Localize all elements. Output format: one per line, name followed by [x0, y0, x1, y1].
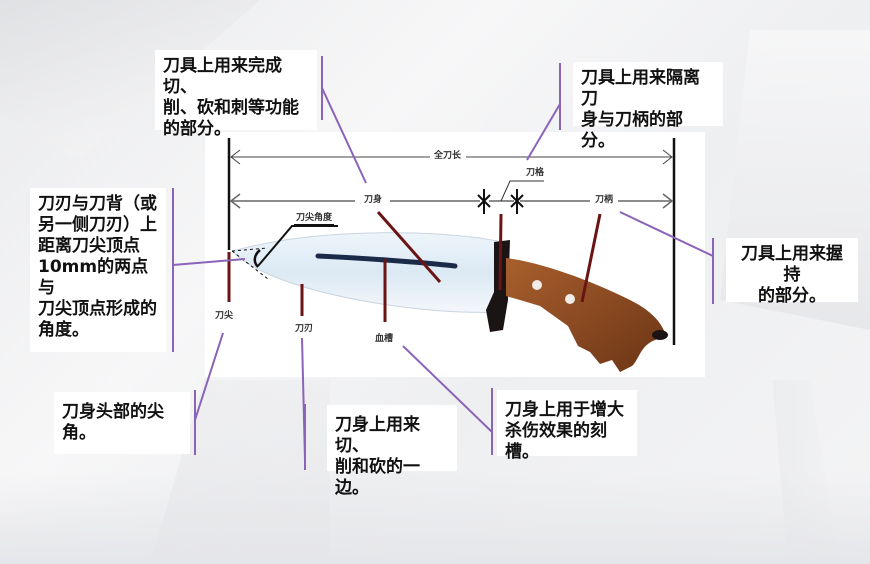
label-overall-length: 全刀长	[432, 151, 464, 162]
label-tip-angle: 刀尖角度	[294, 213, 335, 225]
parts-dimension	[229, 193, 674, 209]
frame-lines	[227, 138, 676, 345]
label-edge: 刀刃	[293, 324, 316, 335]
callout-tip-angle: 刀刃与刀背（或 另一侧刀刃）上 距离刀尖顶点 10mm的两点与 刀尖顶点形成的 …	[30, 188, 166, 352]
callout-blade: 刀具上用来完成切、 削、砍和刺等功能 的部分。	[155, 50, 317, 139]
callout-fuller: 刀身上用于增大 杀伤效果的刻槽。	[497, 390, 637, 462]
callout-handle: 刀具上用来握持 的部分。	[726, 238, 858, 306]
label-tip: 刀尖	[213, 311, 236, 322]
label-guard: 刀格	[524, 168, 547, 179]
callout-tip: 刀身头部的尖角。	[54, 392, 190, 454]
label-blade: 刀身	[362, 195, 385, 206]
knife-blade	[232, 232, 504, 313]
callout-guard: 刀具上用来隔离刀 身与刀柄的部分。	[573, 62, 723, 151]
tip-angle-indicator	[231, 225, 338, 280]
knife-guard	[486, 240, 510, 332]
callout-leaders	[172, 56, 714, 470]
guard-label-leader	[500, 180, 544, 202]
knife-handle	[506, 258, 668, 372]
callout-edge: 刀身上用来切、 削和砍的一边。	[327, 405, 457, 498]
fuller-groove	[315, 253, 458, 269]
label-fuller: 血槽	[373, 334, 396, 345]
guard-ticks	[477, 189, 524, 214]
label-handle: 刀柄	[593, 195, 616, 206]
overall-length-dimension	[230, 149, 673, 165]
